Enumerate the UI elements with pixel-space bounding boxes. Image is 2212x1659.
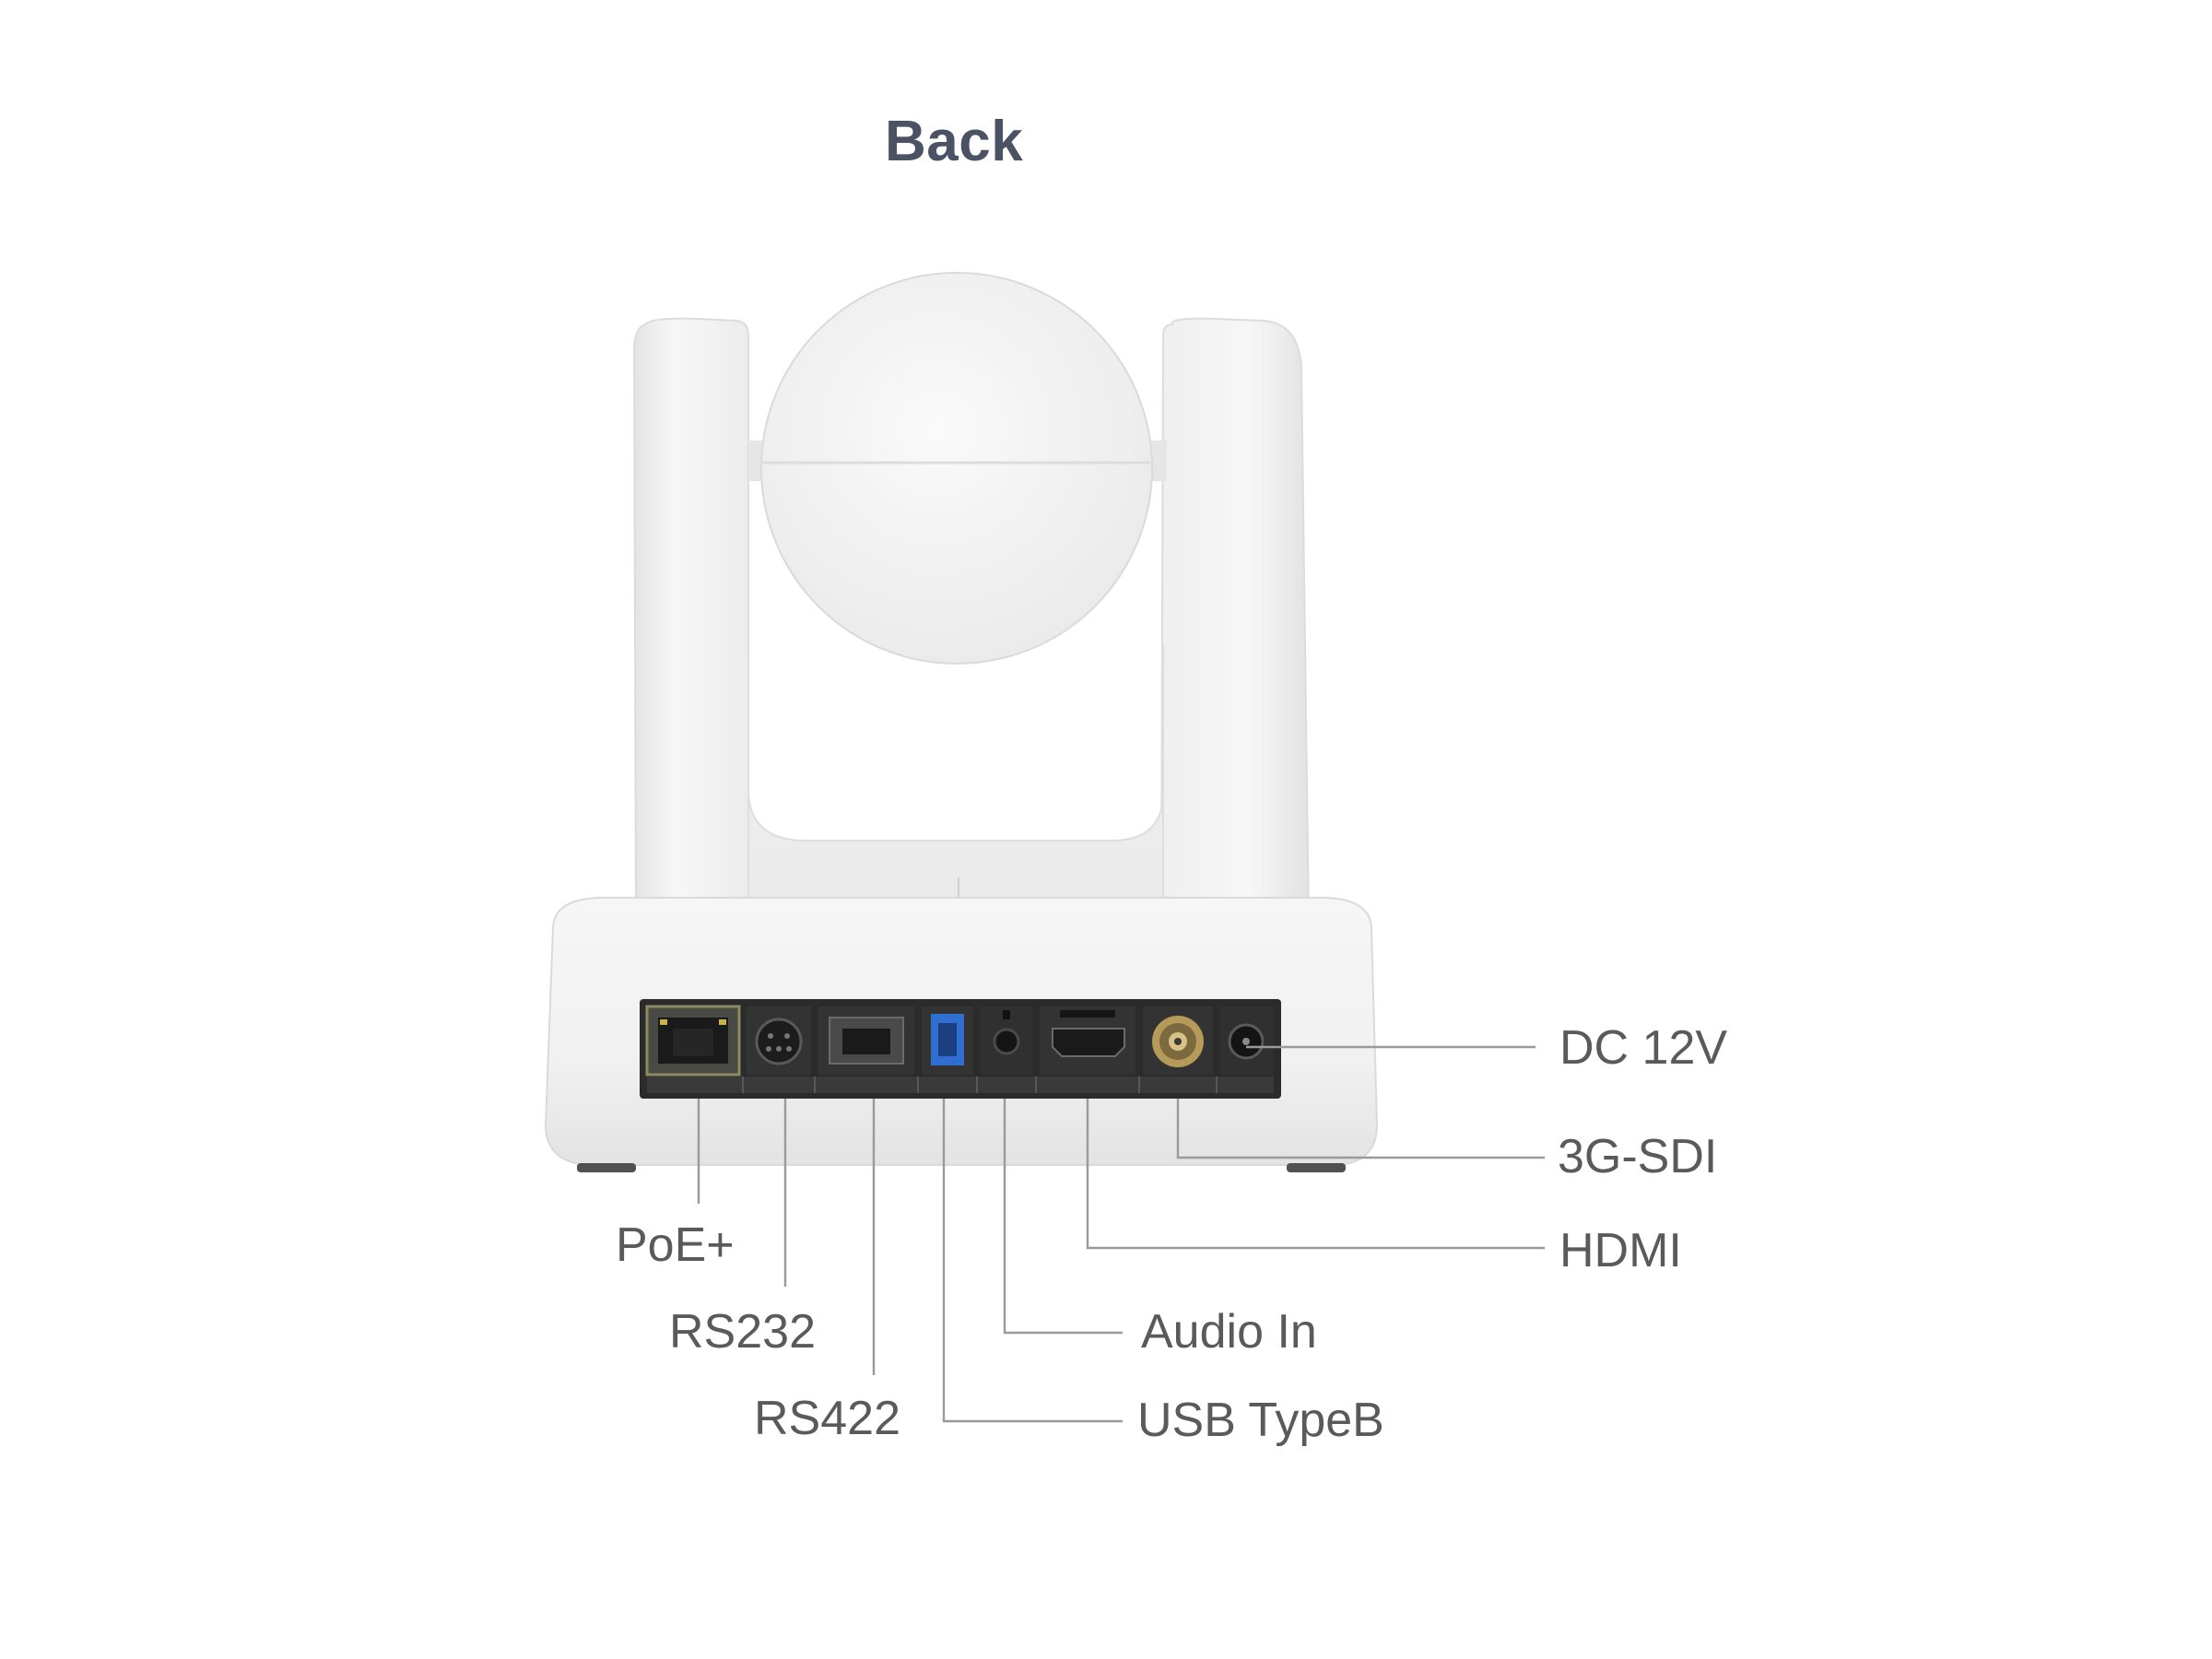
audio-in-port[interactable] [981, 1006, 1032, 1075]
sdi-port[interactable] [1143, 1006, 1213, 1075]
port-label-strip [647, 1077, 1274, 1093]
callout-rs232: RS232 [669, 1305, 816, 1359]
callout-poe: PoE+ [616, 1218, 735, 1272]
callout-usb-typeb: USB TypeB [1137, 1394, 1384, 1447]
diagram-title: Back [885, 110, 1024, 173]
usb-typeb-port[interactable] [922, 1006, 973, 1075]
camera-head [760, 272, 1153, 665]
yoke-bridge [747, 645, 1164, 923]
foot-right [1287, 1163, 1346, 1172]
rs422-port[interactable] [818, 1006, 914, 1075]
yoke-left-arm [632, 317, 749, 923]
port-panel [640, 999, 1281, 1099]
yoke-right-arm [1159, 317, 1311, 923]
poe-port[interactable] [645, 1005, 741, 1077]
rs232-port[interactable] [747, 1006, 811, 1075]
callout-3g-sdi: 3G-SDI [1558, 1130, 1717, 1183]
foot-left [577, 1163, 636, 1172]
port-label-dividers [742, 1077, 1218, 1093]
callout-rs422: RS422 [754, 1392, 900, 1445]
leader-lines [697, 1045, 1545, 1423]
callout-dc12v: DC 12V [1559, 1021, 1727, 1075]
hdmi-port[interactable] [1040, 1006, 1135, 1075]
dc12v-port[interactable] [1220, 1006, 1274, 1075]
callout-hdmi: HDMI [1559, 1224, 1682, 1277]
callout-audio-in: Audio In [1141, 1305, 1317, 1359]
